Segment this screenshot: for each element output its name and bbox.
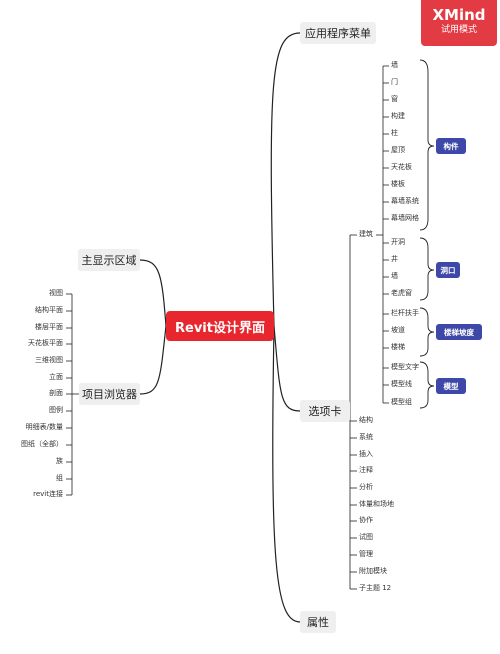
- arch-item-window[interactable]: 窗: [391, 95, 398, 103]
- browser-item-families[interactable]: 族: [56, 457, 63, 465]
- line-display-area: [139, 259, 167, 327]
- central-topic[interactable]: Revit设计界面: [166, 311, 274, 341]
- arch-item-roof[interactable]: 屋顶: [391, 146, 405, 154]
- arch-item-ceiling[interactable]: 天花板: [391, 163, 412, 171]
- arch-item-component[interactable]: 构建: [391, 112, 405, 120]
- browser-item-groups[interactable]: 组: [56, 474, 63, 482]
- line-properties: [272, 325, 301, 623]
- group-tag-openings[interactable]: 洞口: [436, 262, 460, 278]
- tab-collaborate[interactable]: 协作: [359, 516, 373, 524]
- tab-insert[interactable]: 插入: [359, 450, 373, 458]
- browser-item-3d-views[interactable]: 三维视图: [35, 356, 63, 364]
- arch-item-model-text[interactable]: 模型文字: [391, 363, 419, 371]
- group-tag-stairs-ramps[interactable]: 楼梯坡度: [436, 324, 482, 340]
- topic-app-menu[interactable]: 应用程序菜单: [300, 22, 376, 44]
- xmind-logo-text: XMind: [432, 6, 486, 24]
- browser-item-ceiling-plans[interactable]: 天花板平面: [28, 339, 63, 347]
- browser-item-legends[interactable]: 图例: [49, 406, 63, 414]
- arch-item-railing[interactable]: 栏杆扶手: [391, 309, 419, 317]
- topic-tabs[interactable]: 选项卡: [300, 400, 350, 422]
- brace-model: [419, 361, 435, 409]
- tab-analyze[interactable]: 分析: [359, 483, 373, 491]
- tab-annotate[interactable]: 注释: [359, 466, 373, 474]
- xmind-trial-badge: XMind 试用模式: [421, 0, 497, 46]
- brace-stairs-ramps: [419, 307, 435, 357]
- browser-item-schedules[interactable]: 明细表/数量: [25, 423, 63, 431]
- tab-architecture[interactable]: 建筑: [359, 230, 373, 238]
- tab-manage[interactable]: 管理: [359, 550, 373, 558]
- arch-item-stair[interactable]: 楼梯: [391, 343, 405, 351]
- arch-item-curtain-grid[interactable]: 幕墙网格: [391, 214, 419, 222]
- tab-systems[interactable]: 系统: [359, 433, 373, 441]
- browser-item-floor-plans[interactable]: 楼层平面: [35, 323, 63, 331]
- brace-components: [419, 59, 435, 231]
- arch-item-shaft[interactable]: 井: [391, 255, 398, 263]
- tab-add-ins[interactable]: 附加模块: [359, 567, 387, 575]
- group-tag-model[interactable]: 模型: [436, 378, 466, 394]
- browser-item-structural-plans[interactable]: 结构平面: [35, 306, 63, 314]
- browser-item-sections[interactable]: 剖面: [49, 389, 63, 397]
- tab-subtopic-12[interactable]: 子主题 12: [359, 584, 392, 592]
- arch-item-wall-opening[interactable]: 墙: [391, 272, 398, 280]
- arch-item-model-line[interactable]: 模型线: [391, 380, 412, 388]
- browser-item-sheets[interactable]: 图纸（全部）: [21, 440, 63, 448]
- arch-item-opening[interactable]: 开洞: [391, 238, 405, 246]
- line-browser: [139, 325, 167, 395]
- group-tag-components[interactable]: 构件: [436, 138, 466, 154]
- arch-item-model-group[interactable]: 模型组: [391, 398, 412, 406]
- tab-massing-site[interactable]: 体量和场地: [359, 500, 394, 508]
- arch-item-ramp[interactable]: 坡道: [391, 326, 405, 334]
- arch-item-wall[interactable]: 墙: [391, 61, 398, 69]
- arch-item-curtain-system[interactable]: 幕墙系统: [391, 197, 419, 205]
- brace-openings: [419, 237, 435, 301]
- line-app-menu: [270, 32, 301, 327]
- arch-item-column[interactable]: 柱: [391, 129, 398, 137]
- arch-item-floor[interactable]: 楼板: [391, 180, 405, 188]
- topic-properties[interactable]: 属性: [300, 611, 336, 633]
- trial-mode-label: 试用模式: [440, 25, 477, 35]
- line-tabs: [273, 325, 301, 412]
- tab-view[interactable]: 试图: [359, 533, 373, 541]
- tab-structure[interactable]: 结构: [359, 416, 373, 424]
- topic-display-area[interactable]: 主显示区域: [78, 249, 140, 271]
- topic-project-browser[interactable]: 项目浏览器: [79, 383, 140, 405]
- browser-item-views[interactable]: 视图: [49, 289, 63, 297]
- arch-item-door[interactable]: 门: [391, 78, 398, 86]
- browser-item-elevations[interactable]: 立面: [49, 373, 63, 381]
- browser-item-revit-links[interactable]: revit连接: [33, 490, 63, 498]
- arch-item-dormer[interactable]: 老虎窗: [391, 289, 412, 297]
